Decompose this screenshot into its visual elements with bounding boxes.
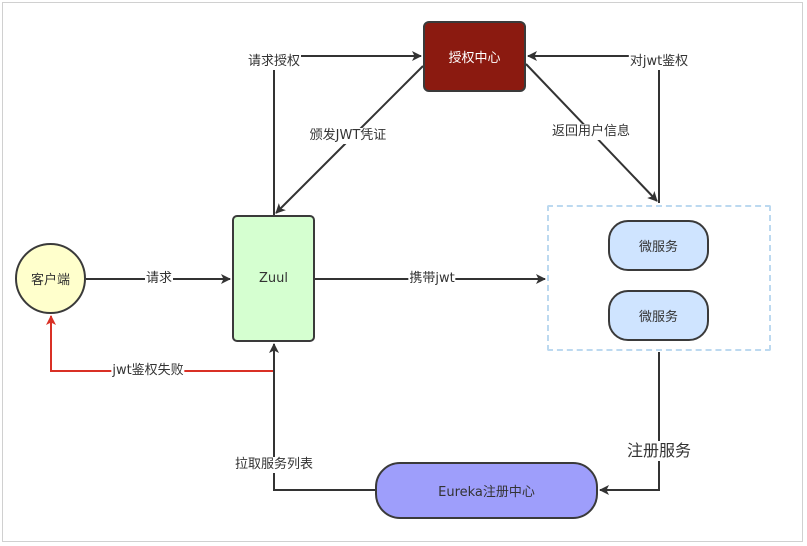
edge-label-register-service: 注册服务 [625,441,693,461]
microservice-label-1: 微服务 [638,240,678,255]
edge-label-pull-service-list: 拉取服务列表 [233,457,315,473]
microservice-label-2: 微服务 [638,310,678,325]
microservice-node-2[interactable]: 微服务 [608,290,709,341]
edge-label-request-auth: 请求授权 [246,54,302,70]
eureka-label: Eureka注册中心 [438,485,535,500]
edge-label-issue-jwt: 颁发JWT凭证 [308,128,388,144]
edge-pull-service-list [269,343,375,491]
microservice-node-1[interactable]: 微服务 [608,220,709,271]
zuul-node[interactable]: Zuul [232,215,315,342]
client-node[interactable]: 客户端 [15,243,86,314]
edge-label-carry-jwt: 携带jwt [408,271,456,287]
client-label: 客户端 [30,273,70,288]
auth-center-node[interactable]: 授权中心 [423,21,526,92]
auth-center-label: 授权中心 [448,51,501,66]
zuul-label: Zuul [259,271,288,286]
edge-register-service [599,352,660,495]
edge-jwt-auth-failed [46,315,274,372]
edge-label-return-user-info: 返回用户信息 [550,124,632,140]
edge-label-verify-jwt: 对jwt鉴权 [628,54,690,70]
microservice-group[interactable] [547,205,771,351]
eureka-node[interactable]: Eureka注册中心 [375,462,598,519]
edge-label-jwt-auth-failed: jwt鉴权失败 [111,363,185,379]
edge-label-request: 请求 [144,271,174,287]
